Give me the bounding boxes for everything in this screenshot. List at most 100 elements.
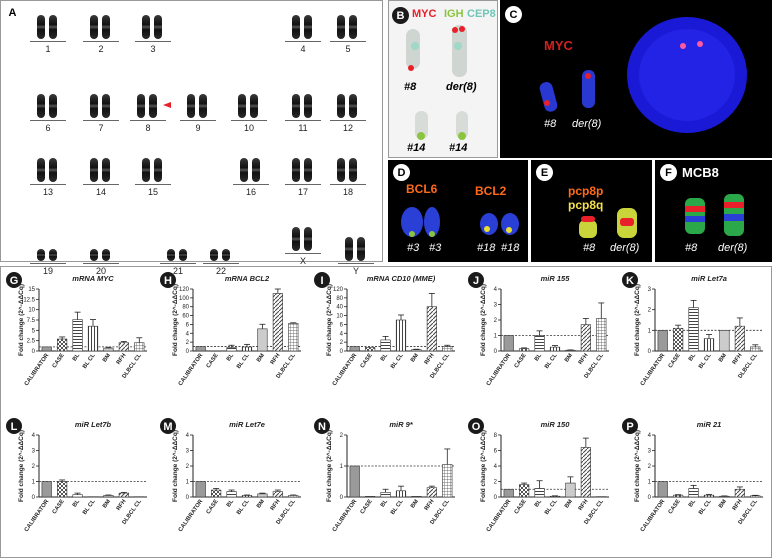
chromosome-number: 12 <box>342 123 353 133</box>
y-axis-label: Fold change (2^-ΔΔCq) <box>633 284 641 356</box>
label-chr8: #8 <box>404 81 417 93</box>
x-tick-label: BL CL <box>544 352 559 370</box>
bar-calibrator <box>349 465 360 498</box>
bar-bl-cl <box>549 495 561 498</box>
x-tick-label: BL <box>380 498 390 508</box>
bar-rfh <box>272 293 283 352</box>
x-tick-label: RFH <box>116 499 128 512</box>
label-chr3-b: #3 <box>429 242 442 254</box>
y-tick-label: 3 <box>648 287 652 293</box>
y-tick-label: 0 <box>186 349 190 355</box>
x-tick-label: BM <box>102 353 112 364</box>
y-tick-label: 60 <box>182 314 189 320</box>
chromosome-number: 5 <box>345 44 351 54</box>
bar-case <box>365 347 376 352</box>
label-chr14-a: #14 <box>407 142 426 154</box>
panel-label-b: B <box>392 7 409 24</box>
bar-calibrator <box>349 346 360 352</box>
y-tick-label: 120 <box>179 287 190 293</box>
y-tick-label: 4 <box>494 287 498 293</box>
chart-title: mRNA CD10 (MME) <box>367 274 436 283</box>
y-tick-label: 120 <box>333 287 344 293</box>
y-tick-label: 3 <box>32 449 36 455</box>
bar-calibrator <box>657 481 668 498</box>
y-axis-label: Fold change (2^-ΔΔCq) <box>479 284 487 356</box>
y-tick-label: 3 <box>648 449 652 455</box>
x-tick-label: RFH <box>424 499 436 512</box>
x-tick-label: CALIBRATOR <box>486 498 513 533</box>
x-tick-label: CASE <box>206 353 220 370</box>
bar-dlbcl-cl <box>750 495 761 498</box>
y-tick-label: 2 <box>494 318 498 324</box>
x-tick-label: BM <box>410 353 420 364</box>
x-tick-label: CALIBRATOR <box>24 498 51 533</box>
y-tick-label: 2 <box>648 464 652 470</box>
label-chr8-e: #8 <box>583 242 596 254</box>
probe-bcl6-label: BCL6 <box>406 182 438 196</box>
bar-calibrator <box>657 330 668 352</box>
bar-bl-cl <box>87 496 99 498</box>
bar-bl-cl <box>703 494 715 498</box>
y-tick-label: 3 <box>186 449 190 455</box>
bar-dlbcl-cl <box>134 342 145 352</box>
bar-rfh <box>272 491 283 498</box>
y-tick-label: 15 <box>28 287 35 293</box>
x-tick-label: RFH <box>270 499 282 512</box>
y-tick-label: 1 <box>648 328 652 334</box>
chart-title: miR 9* <box>389 420 413 429</box>
bar-bl-cl <box>703 338 715 352</box>
bar-bl <box>380 339 391 352</box>
label-der8-f: der(8) <box>718 242 748 254</box>
y-tick-label: 12.5 <box>23 297 35 303</box>
x-tick-label: CALIBRATOR <box>178 352 205 387</box>
y-tick-label: 2 <box>32 464 36 470</box>
y-tick-label: 0 <box>494 349 498 355</box>
chromosome-number: 18 <box>342 187 353 197</box>
y-tick-label: 4 <box>340 331 344 337</box>
y-tick-label: 10 <box>28 308 35 314</box>
bar-bm <box>257 493 268 498</box>
translocation-arrow-icon <box>163 102 171 108</box>
bar-rfh <box>580 324 591 352</box>
x-tick-label: CALIBRATOR <box>24 352 51 387</box>
x-tick-label: BL CL <box>698 352 713 370</box>
chart-title: miR 150 <box>541 420 571 429</box>
bar-calibrator <box>503 488 514 498</box>
label-chr3-a: #3 <box>407 242 420 254</box>
panel-label-c: C <box>505 6 522 23</box>
bar-dlbcl-cl <box>442 346 453 352</box>
x-tick-label: BL <box>688 352 698 362</box>
y-tick-label: 0 <box>340 349 344 355</box>
bar-calibrator <box>195 481 206 498</box>
chromosome-number: 11 <box>298 123 308 133</box>
fish-d-image <box>401 207 519 237</box>
label-der8: der(8) <box>446 81 477 93</box>
probe-mcb8-label: MCB8 <box>682 165 719 180</box>
bar-case <box>673 494 684 498</box>
bar-bl-cl <box>241 346 253 352</box>
bar-case <box>519 484 530 498</box>
panel-label-circle <box>160 272 176 288</box>
y-tick-label: 80 <box>336 296 343 302</box>
bar-dlbcl-cl <box>750 346 761 352</box>
x-tick-label: CALIBRATOR <box>640 352 667 387</box>
x-tick-label: CALIBRATOR <box>640 498 667 533</box>
panel-label-h: H <box>164 275 172 287</box>
bar-dlbcl-cl <box>596 496 607 498</box>
y-tick-label: 1 <box>340 464 344 470</box>
bar-bl-cl <box>395 319 407 352</box>
bar-bl-cl <box>241 495 253 498</box>
y-tick-label: 1 <box>32 480 36 486</box>
probe-igh-label: IGH <box>444 8 464 20</box>
x-tick-label: CALIBRATOR <box>486 352 513 387</box>
probe-cep8-label: CEP8 <box>467 8 496 20</box>
y-tick-label: 4 <box>186 331 190 337</box>
x-tick-label: CALIBRATOR <box>332 352 359 387</box>
probe-pcp8p-label: pcp8p <box>568 184 604 198</box>
y-tick-label: 0 <box>32 349 36 355</box>
label-chr8-c: #8 <box>544 118 557 130</box>
panel-label-circle <box>6 272 22 288</box>
